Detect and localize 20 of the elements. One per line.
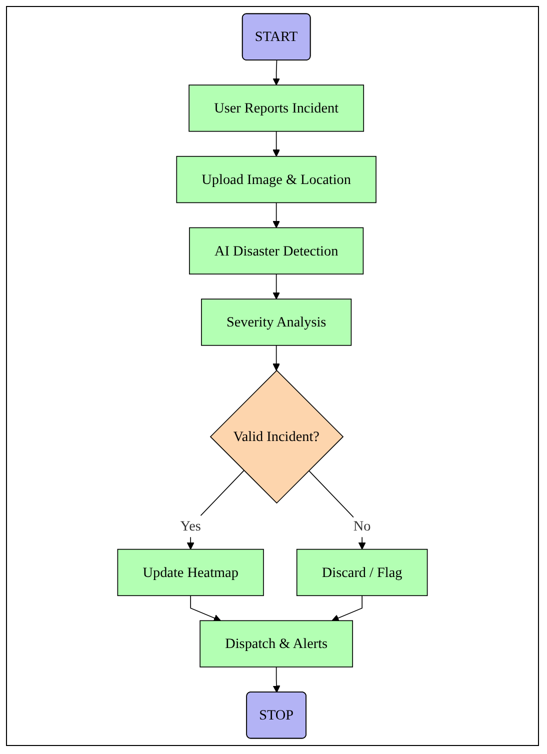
arrow (186, 470, 244, 550)
arrow (190, 595, 221, 622)
node-diamond: Valid Incident? (210, 370, 344, 504)
node-box: User Reports Incident (188, 84, 364, 132)
node-box: Dispatch & Alerts (200, 620, 353, 668)
arrow (272, 344, 280, 371)
arrow (272, 130, 280, 157)
node-box: Severity Analysis (201, 298, 352, 346)
edge-label: Yes (180, 518, 201, 534)
arrow (332, 595, 362, 622)
node-box: AI Disaster Detection (189, 227, 364, 274)
node-box: Update Heatmap (117, 548, 264, 596)
arrow (272, 60, 280, 86)
node-box: Upload Image & Location (176, 156, 376, 204)
node-box: Discard / Flag (296, 548, 428, 596)
arrow (272, 202, 280, 228)
arrow (272, 274, 280, 300)
arrow (308, 470, 366, 550)
edge-label: No (353, 518, 371, 534)
arrow (272, 666, 280, 693)
